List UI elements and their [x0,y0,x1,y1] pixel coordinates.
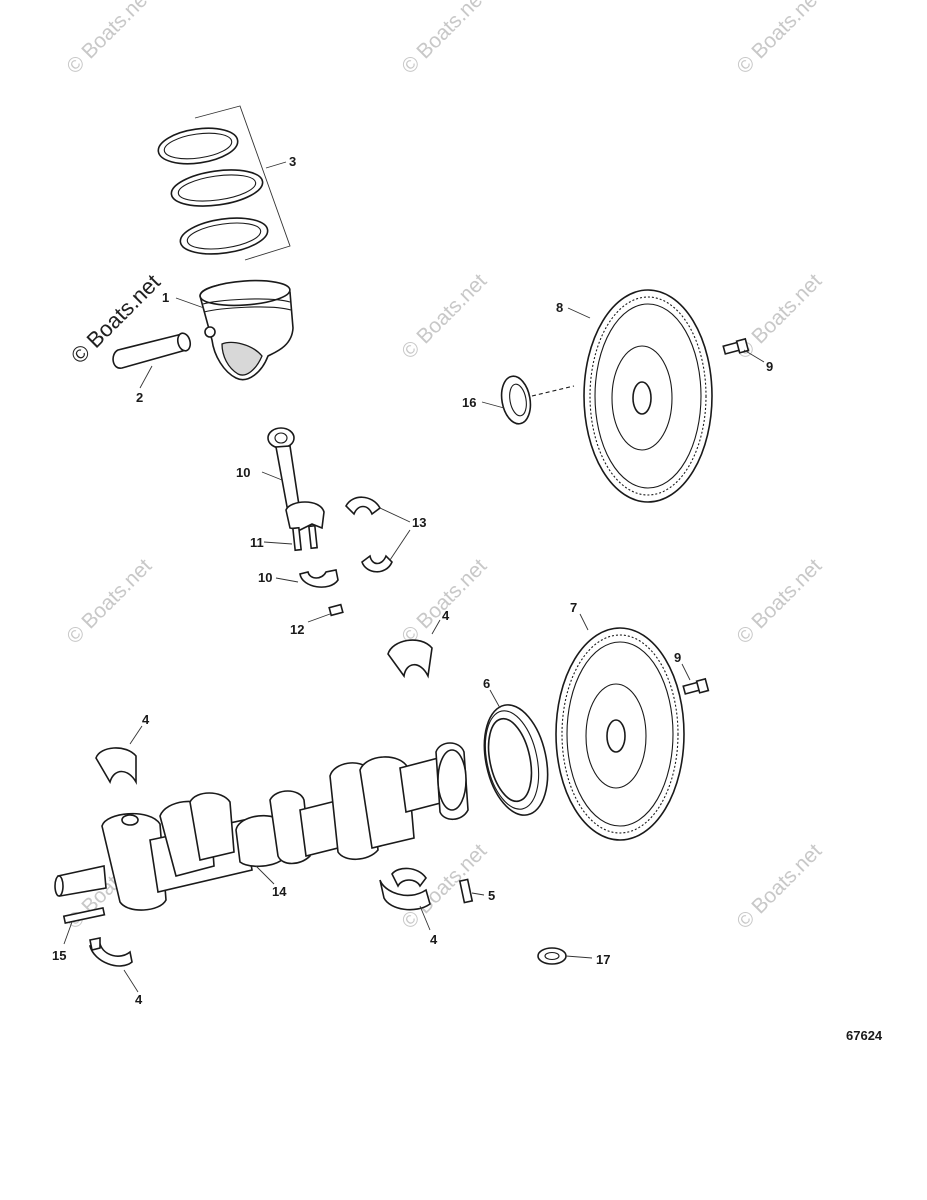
callout-label: 4 [442,608,450,623]
watermark: © Boats.net [732,0,826,79]
callout-label: 13 [412,515,426,530]
callout-label: 9 [766,359,773,374]
dowel-pin [458,878,485,904]
piston [175,279,294,381]
flywheel-lower [555,613,685,841]
rear-main-seal [483,689,549,816]
watermark: © Boats.net [397,554,491,648]
key [62,906,106,945]
watermark: © Boats.net [62,0,156,79]
watermark: © Boats.net [732,839,826,933]
callout-label: 10 [236,465,250,480]
callout-label: 5 [488,888,495,903]
watermark: © Boats.net [62,554,156,648]
watermark: © Boats.net [397,269,491,363]
rear-seal-upper [481,375,575,425]
rod-bearing [345,496,411,573]
callout-label: 4 [430,932,438,947]
rod-bolts [263,524,319,552]
rod-nut [307,603,344,623]
callout-label: 7 [570,600,577,615]
watermark: © Boats.net [397,0,491,79]
callout-labels: 1 2 3 4 4 4 4 5 6 7 8 9 9 10 10 11 12 13… [52,154,773,1007]
main-bearing [89,619,441,993]
callout-label: 10 [258,570,272,585]
callout-label: 15 [52,948,66,963]
callout-label: 2 [136,390,143,405]
callout-label: 6 [483,676,490,691]
watermark: © Boats.net [732,554,826,648]
callout-label: 17 [596,952,610,967]
callout-label: 16 [462,395,476,410]
callout-label: 11 [250,535,264,550]
flywheel-upper [567,289,713,503]
figure-number: 67624 [846,1028,883,1043]
crankshaft [54,742,469,911]
callout-label: 4 [135,992,143,1007]
callout-label: 14 [272,884,287,899]
piston-pin [112,332,192,389]
callout-label: 3 [289,154,296,169]
flywheel-bolt-upper [722,337,765,363]
callout-label: 9 [674,650,681,665]
callout-label: 4 [142,712,150,727]
piston-rings [157,105,291,261]
callout-label: 1 [162,290,169,305]
callout-label: 12 [290,622,304,637]
watermark: © Boats.net [397,839,491,933]
callout-label: 8 [556,300,563,315]
rod-cap [275,569,339,588]
washer [537,947,593,965]
flywheel-bolt-lower [681,663,710,695]
connecting-rod [261,427,325,531]
